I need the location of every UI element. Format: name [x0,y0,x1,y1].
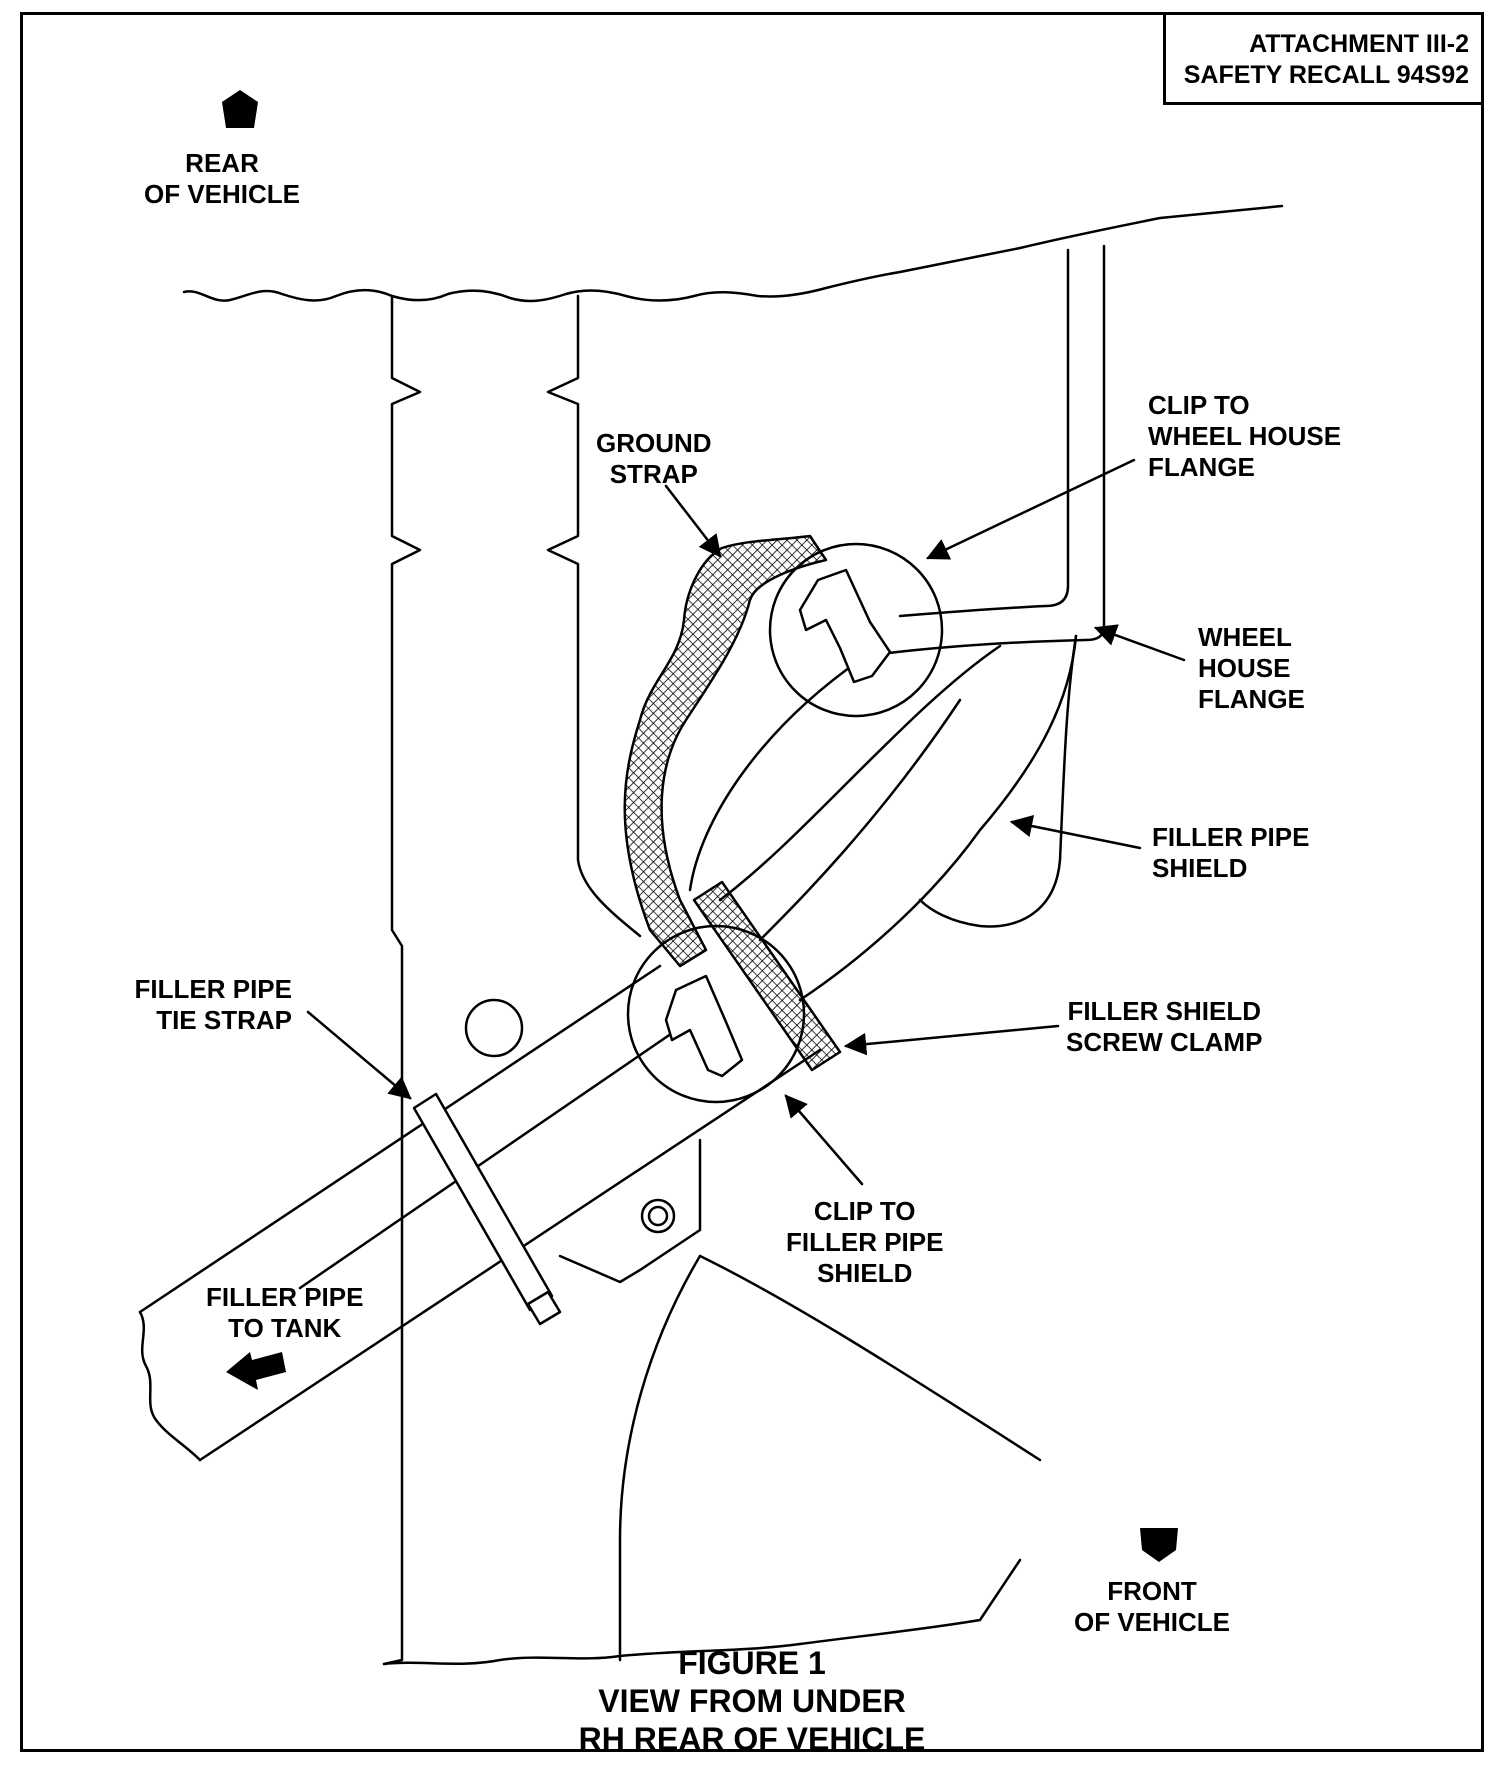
recall-number: SAFETY RECALL 94S92 [1183,61,1469,89]
filler-pipe [138,964,662,1314]
rear-line1: REAR [185,148,259,178]
mount-bolt [647,1205,669,1227]
filler-pipe-to-tank-label: FILLER PIPE TO TANK [206,1282,363,1344]
clip-wh-line2: WHEEL HOUSE [1148,421,1342,451]
leader-tie-strap [306,1010,412,1100]
figure-frame: ATTACHMENT III-2 SAFETY RECALL 94S92 [20,12,1484,1752]
ground-strap [623,534,828,968]
front-line1: FRONT [1107,1576,1197,1606]
fps-line2: SHIELD [1152,853,1248,883]
leader-clip-wheel-house [925,458,1136,560]
leader-screw-clamp [843,1024,1060,1056]
tie-strap [526,1290,562,1326]
caption-figure-number: FIGURE 1 [678,1645,826,1681]
wheel-house [898,248,1070,618]
filler-shield-screw-clamp-label: FILLER SHIELD SCREW CLAMP [1066,996,1262,1058]
wheel-house-flange [918,634,1078,928]
frame-rail [546,294,642,938]
fpts-line2: TIE STRAP [156,1005,292,1035]
mount-hole [464,998,524,1058]
caption-line2: VIEW FROM UNDER [598,1683,906,1719]
front-line2: OF VEHICLE [1074,1607,1231,1637]
filler-pipe-end [138,1310,202,1462]
caption-line3: RH REAR OF VEHICLE [578,1721,926,1757]
leader-filler-pipe-shield [1009,815,1142,850]
body-bracket [558,1138,702,1284]
fps-line1: FILLER PIPE [1152,822,1310,852]
body-bracket [698,1254,1042,1462]
mount-bolt [640,1198,676,1234]
wheel-house-flange-label: WHEEL HOUSE FLANGE [1198,622,1305,715]
arrow-down-icon [1140,1528,1178,1562]
fssc-line2: SCREW CLAMP [1066,1027,1263,1057]
fptt-line1: FILLER PIPE [206,1282,364,1312]
cfps-line3: SHIELD [817,1258,913,1288]
figure-caption: FIGURE 1 VIEW FROM UNDER RH REAR OF VEHI… [0,1644,1504,1758]
rear-of-vehicle-label: REAR OF VEHICLE [144,148,300,210]
fptt-line2: TO TANK [228,1313,342,1343]
leader-wheel-house-flange [1093,624,1186,662]
clip-wh-line1: CLIP TO [1148,390,1250,420]
whf-line3: FLANGE [1198,684,1305,714]
ground-strap-line2: STRAP [609,459,698,489]
ground-strap-label: GROUND STRAP [596,428,712,490]
filler-pipe-shield [758,698,962,942]
wheel-house [878,244,1106,656]
clip-detail-circle [768,542,944,718]
clip-detail-circle [626,924,806,1104]
rear-line2: OF VEHICLE [144,179,301,209]
attachment-box: ATTACHMENT III-2 SAFETY RECALL 94S92 [1163,15,1481,105]
filler-pipe-shield [718,644,1002,902]
filler-pipe-shield [798,634,1078,1002]
tie-strap [412,1092,554,1312]
cfps-line2: FILLER PIPE [786,1227,944,1257]
clip-to-filler-pipe-shield-label: CLIP TO FILLER PIPE SHIELD [786,1196,943,1289]
arrow-left-icon [226,1352,286,1390]
frame-rail-bottom [382,1558,1022,1666]
filler-pipe-tie-strap-label: FILLER PIPE TIE STRAP [122,974,292,1036]
clip-to-wheel-house-label: CLIP TO WHEEL HOUSE FLANGE [1148,390,1341,483]
filler-pipe-shield [688,658,862,892]
whf-line1: WHEEL [1198,622,1292,652]
leader-clip-filler-shield [784,1094,864,1186]
body-bracket [618,1254,702,1662]
fpts-line1: FILLER PIPE [134,974,292,1004]
fssc-line1: FILLER SHIELD [1067,996,1261,1026]
clip-wh-line3: FLANGE [1148,452,1255,482]
whf-line2: HOUSE [1198,653,1291,683]
wheel-house-clip [798,568,892,684]
filler-pipe-shield-label: FILLER PIPE SHIELD [1152,822,1309,884]
filler-pipe [298,1012,702,1290]
ground-strap-line1: GROUND [596,428,712,458]
attachment-label: ATTACHMENT III-2 [1249,30,1469,58]
leader-ground-strap [664,484,722,558]
arrow-up-icon [222,90,258,128]
front-of-vehicle-label: FRONT OF VEHICLE [1074,1576,1230,1638]
filler-shield-clip [664,974,744,1078]
cfps-line1: CLIP TO [813,1196,916,1226]
floor-pan-edge [182,204,1284,303]
frame-rail [382,294,422,1666]
